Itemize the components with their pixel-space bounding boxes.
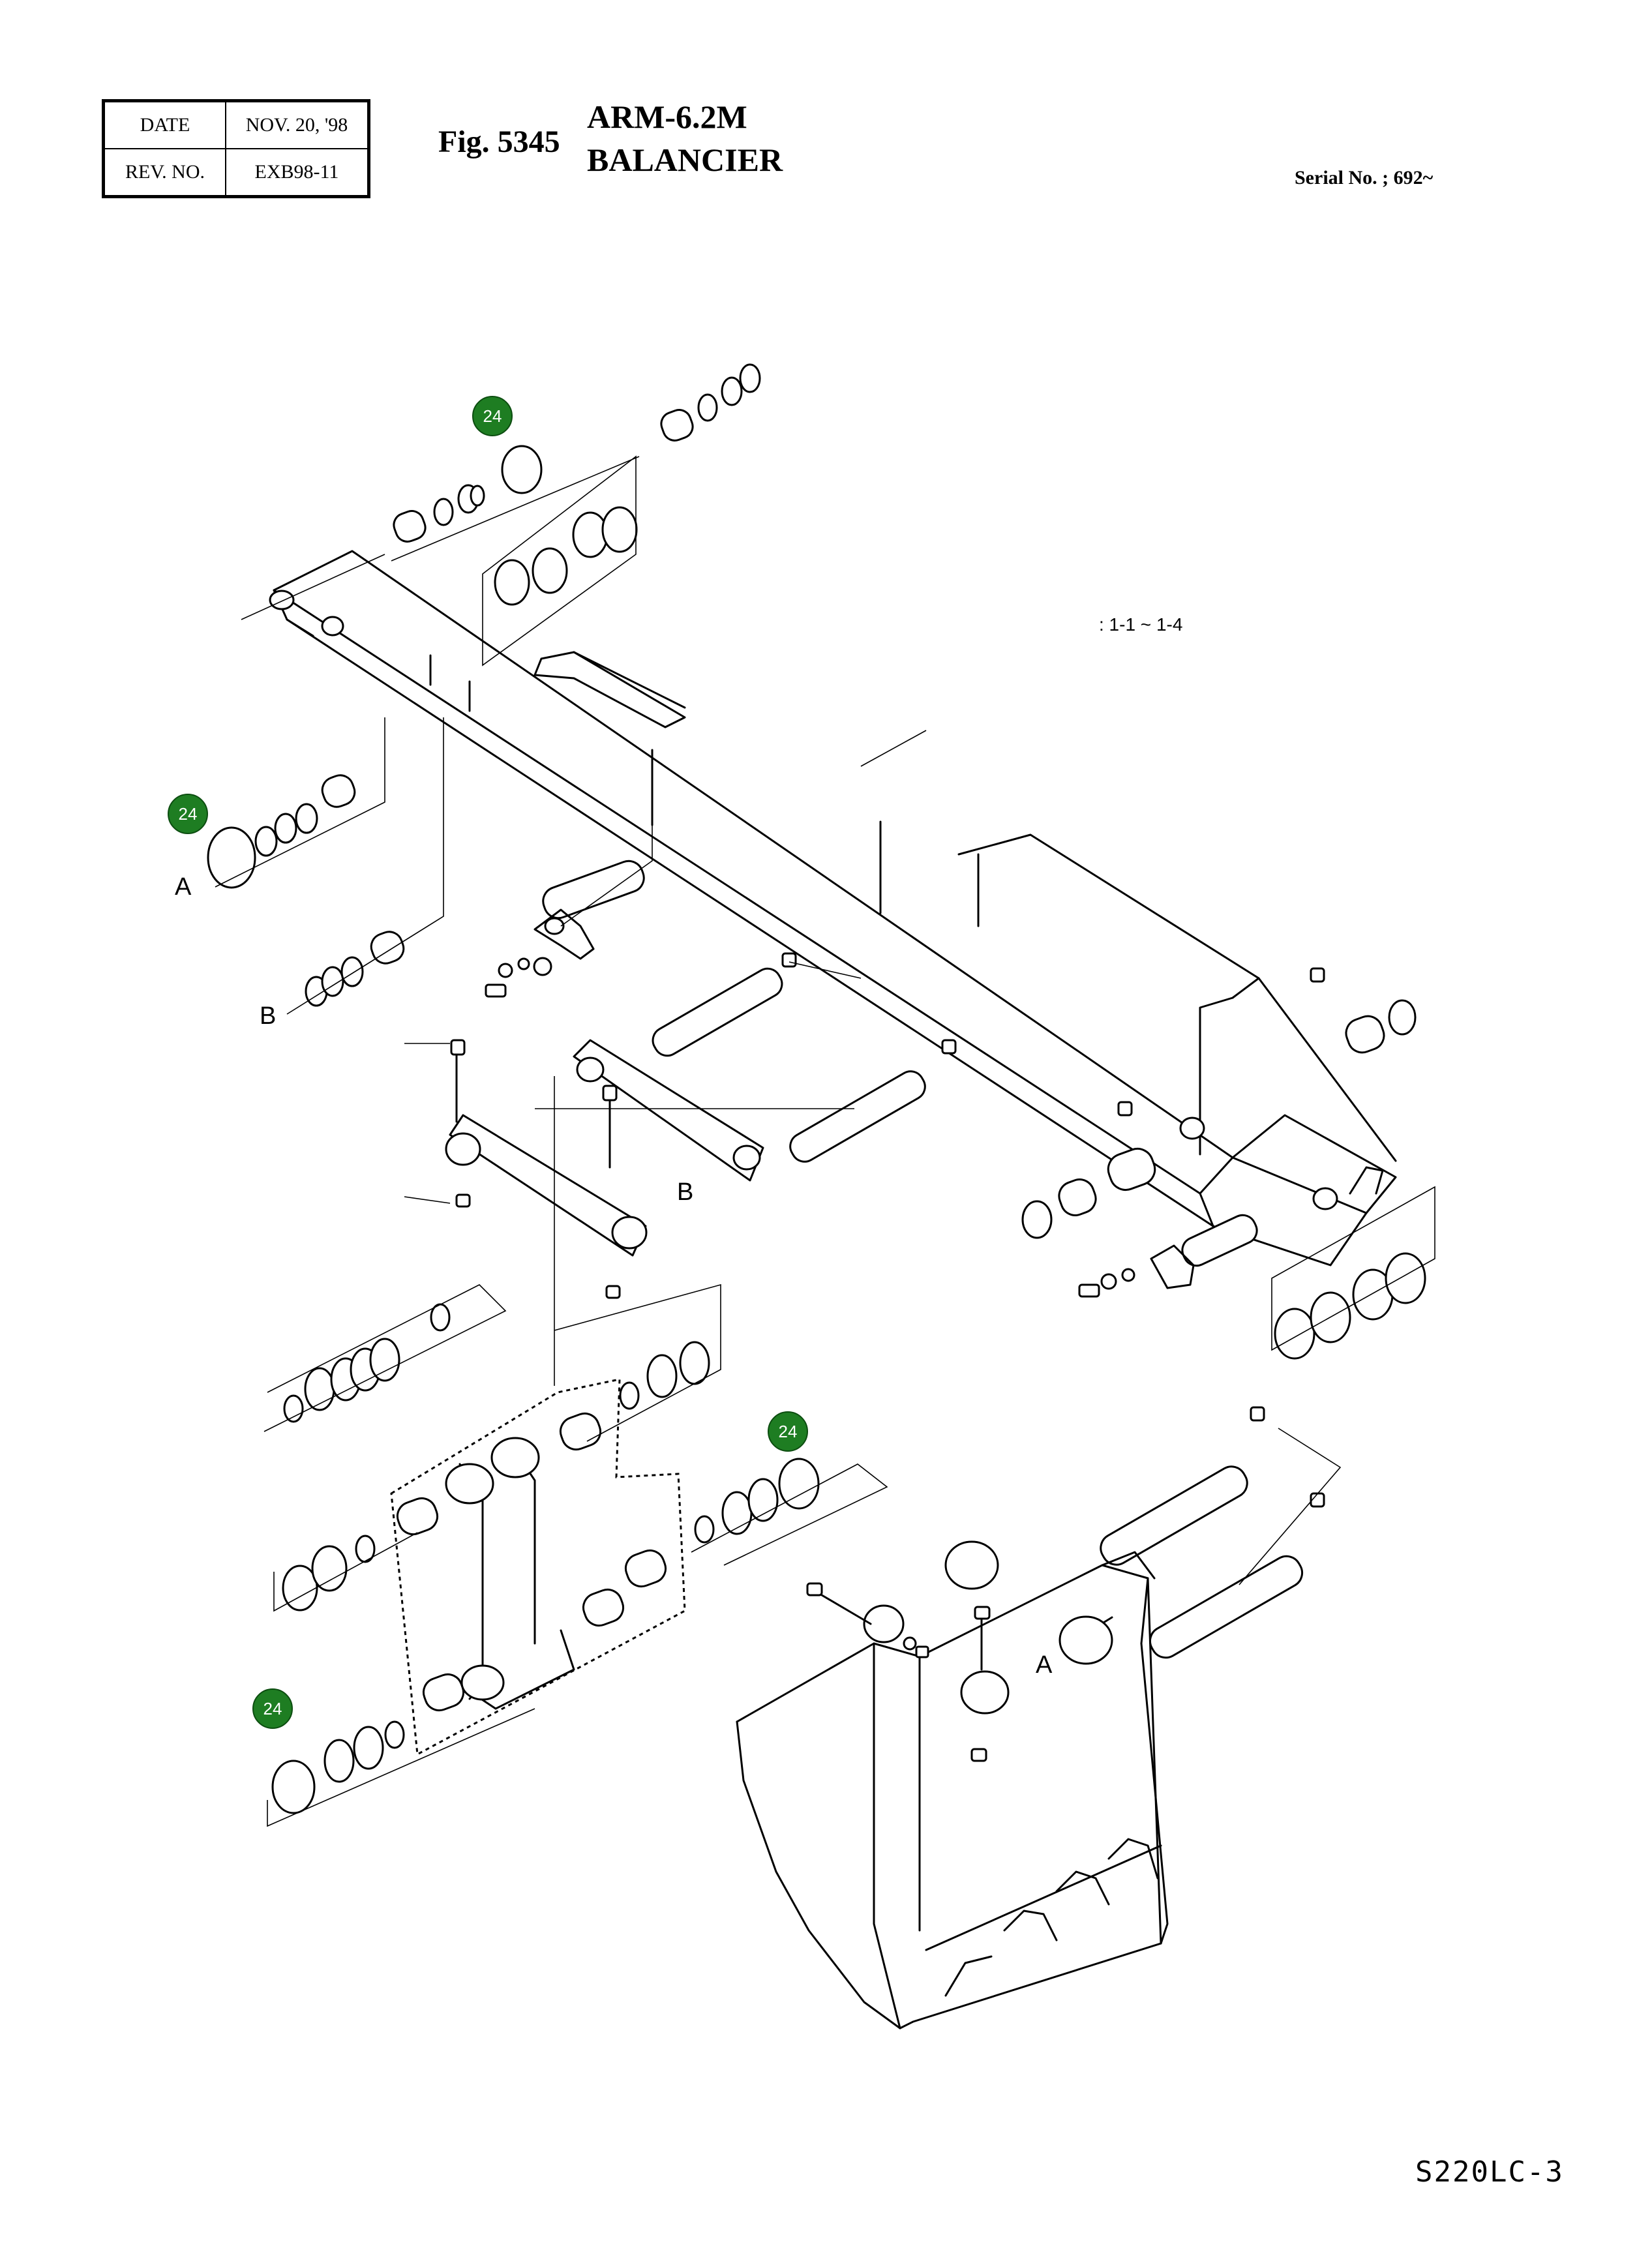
guide-link-group [390,1378,686,1756]
serial-number: Serial No. ; 692~ [1295,167,1434,188]
rev-no-value: EXB98-11 [225,148,370,198]
reference-note: : 1-1 ~ 1-4 [1099,614,1183,635]
svg-text:24: 24 [483,406,502,426]
figure-number: Fig. 5345 [438,125,560,159]
link-assembly [404,1039,764,1299]
model-code: S220LC-3 [1415,2155,1564,2189]
cylinder-pins [652,952,1342,1659]
date-value: NOV. 20, '98 [225,100,370,149]
title-french: BALANCIER [587,142,783,178]
title-english: ARM-6.2M [587,98,747,135]
arm-pin-assembly [485,822,653,998]
badge-24-middle: 24 [768,1411,808,1452]
lower-shim-groups [263,1076,888,1827]
svg-text:24: 24 [779,1422,798,1441]
callout-a-left: A [175,873,192,901]
badge-24-top: 24 [472,396,513,436]
svg-text:24: 24 [179,804,198,824]
badge-24-bottom: 24 [252,1688,293,1729]
left-shim-group-b [286,717,444,1015]
callout-b-left: B [260,1002,276,1030]
revision-info-table: DATE NOV. 20, '98 REV. NO. EXB98-11 [102,99,370,198]
callout-a-bucket: A [1036,1651,1053,1679]
rev-no-label: REV. NO. [102,148,226,198]
svg-text:24: 24 [263,1699,282,1718]
left-shim-group-a [207,717,385,889]
badge-24-left: 24 [168,794,208,834]
upper-bushing-group [241,363,761,667]
callout-b-link: B [677,1178,693,1206]
date-label: DATE [102,100,226,149]
right-bushing-group [1021,999,1435,1360]
arm-body [269,550,1397,1266]
bucket [736,1540,1169,2030]
